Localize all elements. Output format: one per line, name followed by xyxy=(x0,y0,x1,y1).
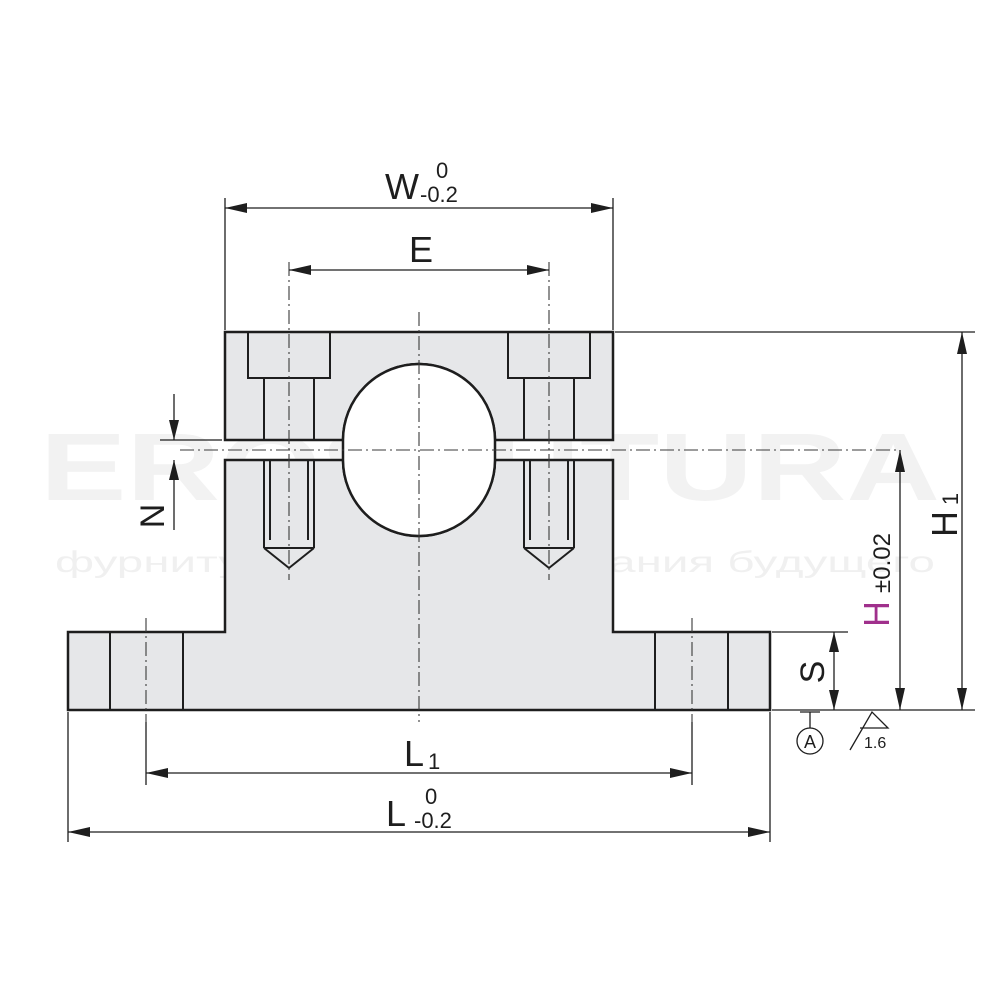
dimension-l1: L 1 xyxy=(146,733,692,778)
surface-roughness-symbol: 1.6 xyxy=(849,710,890,752)
dimension-h: H ±0.02 xyxy=(856,450,905,710)
left-clamp-screw xyxy=(247,331,331,570)
dimension-h1: H 1 xyxy=(924,332,967,710)
dim-h-symbol: H xyxy=(856,601,897,627)
dim-h-tolerance: ±0.02 xyxy=(869,533,896,593)
dim-w-symbol: W xyxy=(385,166,419,207)
dim-l1-symbol: L xyxy=(404,733,424,774)
dimension-s: S xyxy=(794,632,839,710)
dim-l-symbol: L xyxy=(386,793,406,834)
dim-l-tol-lower: -0.2 xyxy=(414,808,452,833)
datum-symbol: A xyxy=(796,711,824,755)
dim-e-symbol: E xyxy=(409,229,433,270)
dim-w-tol-lower: -0.2 xyxy=(420,182,458,207)
dim-h1-symbol: H xyxy=(924,511,965,537)
dimension-l: L 0 -0.2 xyxy=(68,784,770,837)
dimension-w: W 0 -0.2 xyxy=(225,158,613,213)
dim-w-tol-upper: 0 xyxy=(436,158,448,183)
dimension-n: N xyxy=(134,394,179,530)
dim-l1-sub: 1 xyxy=(428,749,440,774)
roughness-value: 1.6 xyxy=(864,735,886,752)
dim-h1-sub: 1 xyxy=(938,493,963,505)
dim-l-tol-upper: 0 xyxy=(425,784,437,809)
extension-lines xyxy=(67,198,975,842)
dimension-e: E xyxy=(289,229,549,275)
dim-s-symbol: S xyxy=(794,661,832,684)
base-mounting-holes xyxy=(109,632,729,710)
dim-n-symbol: N xyxy=(134,504,172,529)
center-lines xyxy=(145,262,900,722)
datum-label: A xyxy=(804,732,816,752)
right-clamp-screw xyxy=(507,331,591,570)
